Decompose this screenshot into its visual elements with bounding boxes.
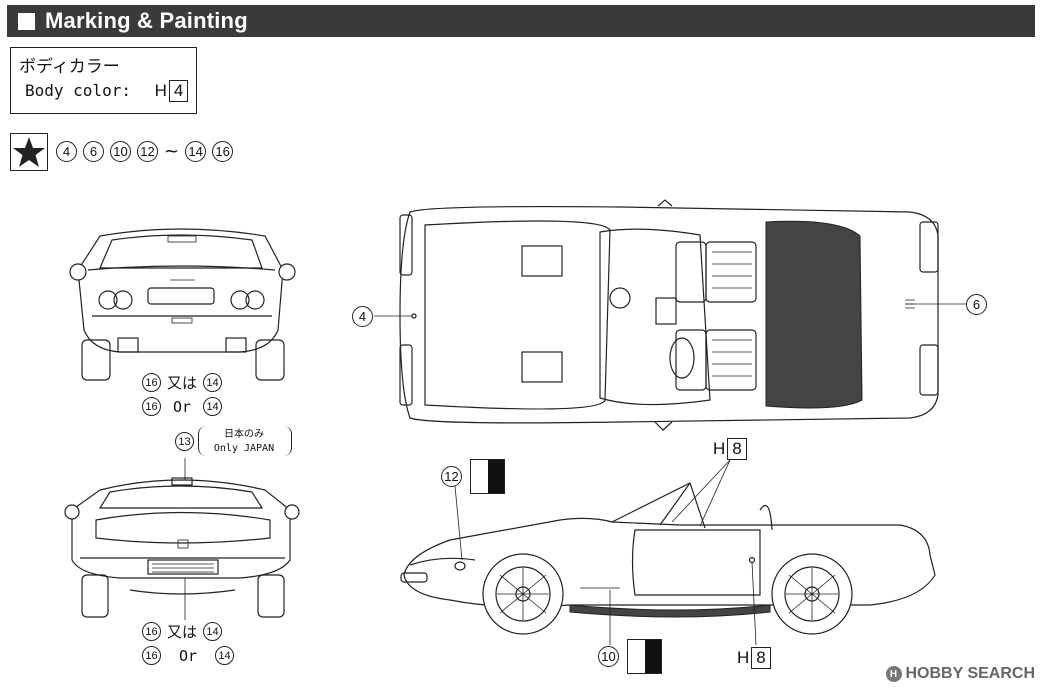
part-number: 10 (110, 141, 131, 162)
callout-4: 4 (352, 306, 373, 327)
black-white-swatch (627, 639, 662, 674)
top-view-drawing (374, 199, 966, 431)
callout-12: 12 (441, 466, 462, 487)
rear-view-label-en: 16 Or 14 (142, 397, 223, 416)
front-view-drawing (64, 458, 300, 620)
callout-6: 6 (966, 294, 987, 315)
part-number: 4 (56, 141, 77, 162)
range-separator: ~ (164, 141, 180, 162)
side-view-drawing (400, 459, 936, 646)
rear-view-label-jp: 16 又は 14 (142, 372, 223, 393)
star-icon (13, 137, 45, 167)
body-color-label-jp: ボディカラー (19, 57, 120, 77)
black-white-swatch (470, 459, 505, 494)
japan-only-note: 日本のみ Only JAPAN (213, 429, 275, 454)
header-square-icon (18, 12, 35, 30)
note-brackets (198, 426, 292, 456)
section-title: Marking & Painting (45, 8, 248, 33)
hobby-search-logo-icon: H (885, 666, 902, 682)
rear-view-drawing (69, 228, 296, 381)
part-number: 6 (83, 141, 104, 162)
part-number: 12 (137, 141, 158, 162)
part-number: 16 (212, 141, 234, 162)
section-header: Marking & Painting (7, 5, 1035, 37)
front-view-label-en: 16 Or 14 (142, 646, 235, 665)
callout-10: 10 (598, 646, 619, 667)
watermark: H HOBBY SEARCH (885, 665, 1035, 683)
part-number: 14 (185, 141, 207, 162)
front-view-label-jp: 16 又は 14 (142, 621, 223, 642)
star-parts-list: 4 6 10 12 ~ 14 16 (56, 141, 234, 162)
callout-13: 13 (175, 432, 194, 451)
star-parts-box (10, 133, 48, 171)
